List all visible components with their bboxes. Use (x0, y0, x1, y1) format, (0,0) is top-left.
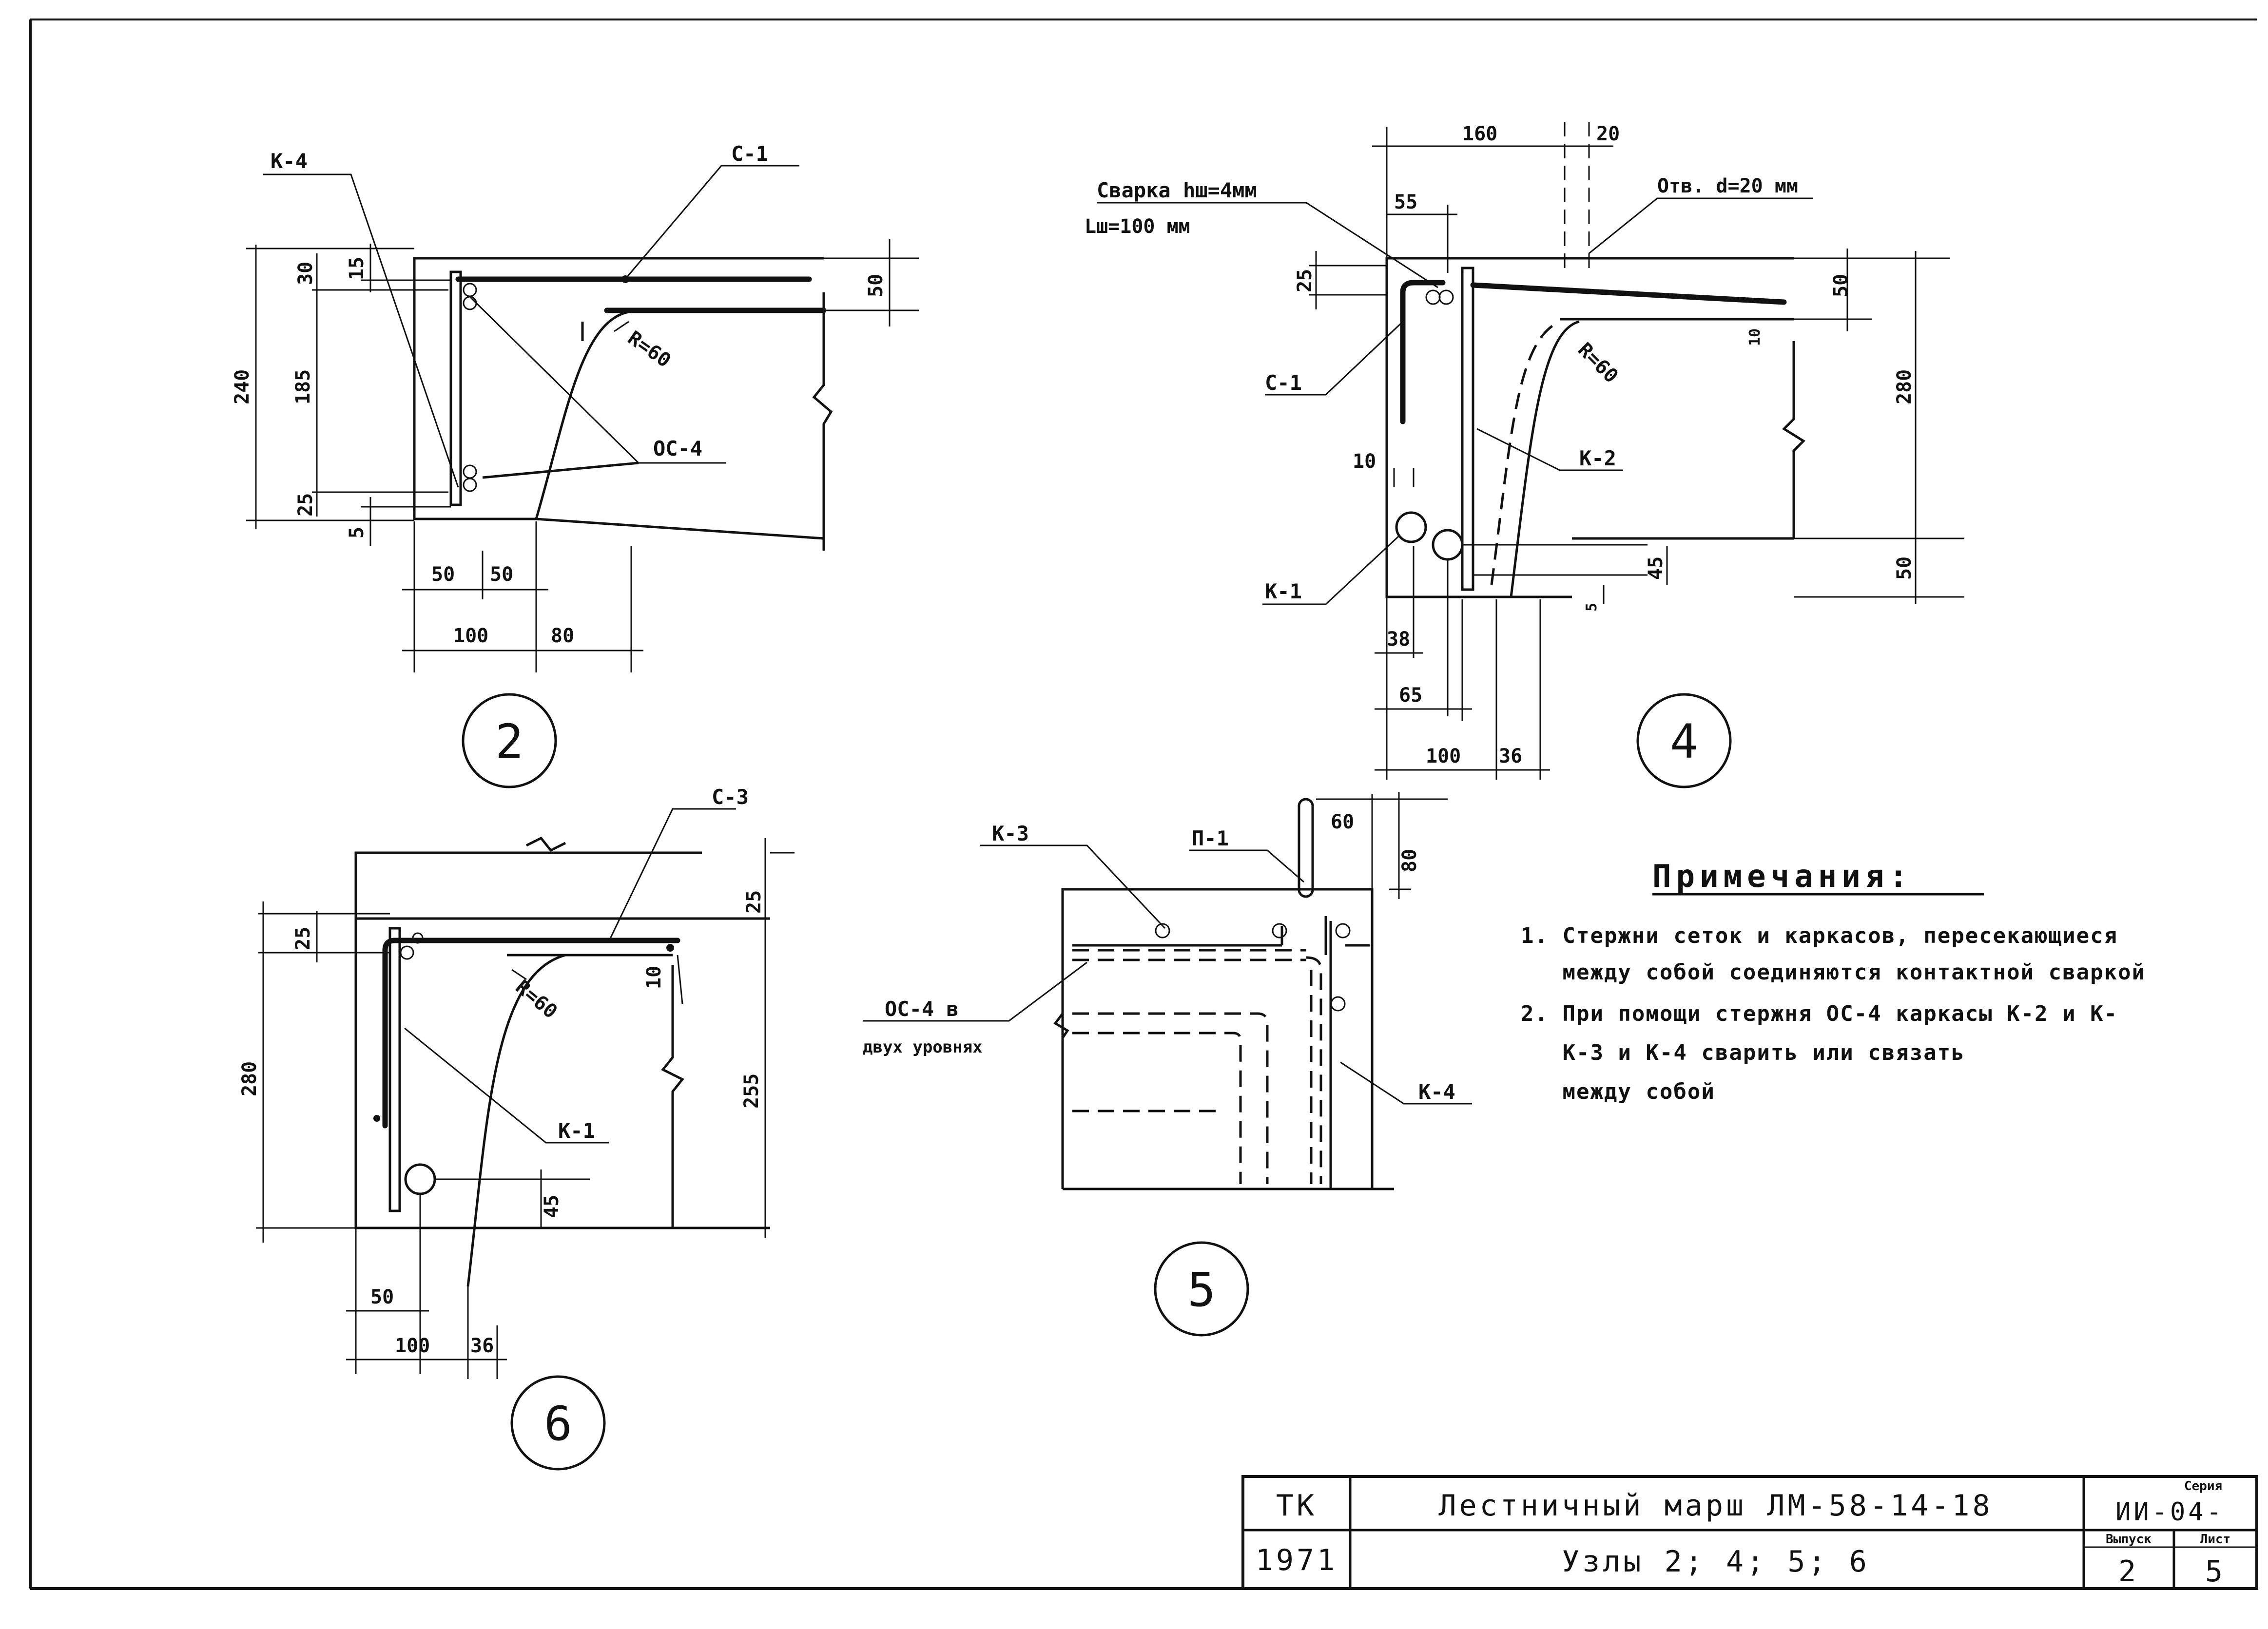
detail-2-dim-30: 30 (294, 262, 317, 285)
title-block: ТК 1971 Лестничный марш ЛМ-58-14-18 Узлы… (1241, 1475, 2258, 1590)
detail-2-dim-50b: 50 (490, 563, 513, 586)
detail-6-label-c3: С-3 (712, 785, 749, 809)
tb-series-label: Серия (2184, 1479, 2222, 1494)
detail-4-dim-10a: 10 (1353, 450, 1376, 473)
detail-2-dim-80: 80 (551, 625, 574, 647)
detail-5-dim-60: 60 (1331, 811, 1354, 833)
detail-4-dim-25: 25 (1294, 269, 1316, 292)
tb-title: Лестничный марш ЛМ-58-14-18 (1438, 1489, 1993, 1523)
detail-2-dim-25: 25 (294, 493, 317, 517)
detail-6: 6 С-3 К-1 R=60 25 25 280 10 255 45 50 10… (238, 785, 795, 1471)
detail-4-label-weld1: Сварка hш=4мм (1097, 178, 1257, 202)
detail-5-label-oc4a: ОС-4 в (885, 997, 959, 1021)
detail-2-number: 2 (495, 714, 523, 769)
detail-4-number: 4 (1670, 714, 1698, 769)
tb-issue-label: Выпуск (2106, 1532, 2152, 1547)
detail-6-dim-10: 10 (643, 966, 665, 989)
detail-5-label-p1: П-1 (1192, 826, 1229, 850)
tb-series: ИИ-04- (2115, 1497, 2225, 1527)
detail-2-label-k4: К-4 (271, 149, 308, 173)
detail-2-label-oc4: ОС-4 (653, 437, 702, 460)
detail-2-dim-50-right: 50 (865, 274, 887, 297)
tb-subtitle: Узлы 2; 4; 5; 6 (1562, 1545, 1870, 1579)
detail-5-number: 5 (1187, 1263, 1216, 1317)
detail-5-label-k3: К-3 (992, 822, 1029, 845)
detail-4-dim-45: 45 (1645, 556, 1667, 580)
notes-line-3: 2. При помощи стержня ОС-4 каркасы К-2 и… (1521, 1001, 2118, 1026)
detail-4-dim-5: 5 (1583, 603, 1600, 612)
detail-4-dim-65: 65 (1399, 684, 1422, 707)
notes-line-4: К-3 и К-4 сварить или связать (1521, 1040, 1965, 1065)
detail-4-label-hole: Отв. d=20 мм (1657, 175, 1798, 197)
detail-4-dim-36: 36 (1499, 745, 1522, 767)
detail-4-dim-20: 20 (1596, 123, 1620, 145)
notes-line-1: 1. Стержни сеток и каркасов, пересекающи… (1521, 923, 2118, 948)
detail-5-dim-80: 80 (1398, 849, 1421, 872)
detail-4-dim-50-bottom: 50 (1893, 556, 1916, 580)
detail-6-dim-36: 36 (470, 1335, 494, 1357)
tb-sheet-label: Лист (2200, 1532, 2231, 1547)
tb-year: 1971 (1256, 1543, 1338, 1577)
detail-4-label-weld2: Lш=100 мм (1085, 215, 1190, 238)
detail-2-dim-50a: 50 (431, 563, 455, 586)
notes: Примечания: 1. Стержни сеток и каркасов,… (1521, 859, 2146, 1104)
notes-line-5: между собой (1521, 1079, 1715, 1104)
tb-sheet: 5 (2205, 1554, 2226, 1589)
detail-4-dim-10b: 10 (1746, 328, 1764, 346)
notes-title: Примечания: (1652, 859, 1913, 895)
detail-4: 4 Сварка hш=4мм Lш=100 мм Отв. d=20 мм С… (1085, 122, 1964, 788)
detail-6-dim-100: 100 (395, 1335, 430, 1357)
detail-2-dim-185: 185 (292, 369, 314, 404)
detail-6-dim-280: 280 (238, 1061, 261, 1096)
detail-6-number: 6 (544, 1397, 572, 1451)
detail-5-label-k4: К-4 (1418, 1080, 1455, 1104)
detail-6-dim-25b: 25 (743, 890, 765, 914)
detail-2-dim-15: 15 (346, 257, 368, 280)
detail-6-dim-45: 45 (541, 1195, 563, 1218)
detail-4-dim-55: 55 (1394, 191, 1417, 213)
detail-4-label-k2: К-2 (1579, 446, 1616, 470)
detail-5: 5 К-3 П-1 ОС-4 в двух уровнях К-4 60 80 (863, 792, 1472, 1337)
detail-6-label-k1: К-1 (558, 1119, 595, 1143)
tb-issue: 2 (2118, 1554, 2139, 1589)
detail-4-dim-38: 38 (1387, 628, 1410, 651)
detail-4-dim-280: 280 (1893, 369, 1916, 404)
detail-4-dim-160: 160 (1462, 123, 1497, 145)
detail-2-label-c1: С-1 (731, 142, 768, 166)
detail-2-dim-100: 100 (453, 625, 488, 647)
detail-5-label-oc4b: двух уровнях (863, 1037, 983, 1057)
detail-2-dim-5: 5 (346, 527, 368, 538)
detail-2-dim-240: 240 (231, 369, 253, 404)
detail-4-label-c1: С-1 (1265, 371, 1302, 395)
notes-line-2: между собой соединяются контактной сварк… (1521, 960, 2146, 985)
tb-org: ТК (1276, 1489, 1317, 1523)
detail-4-label-k1: К-1 (1265, 579, 1302, 603)
detail-4-dim-100: 100 (1426, 745, 1461, 767)
detail-6-dim-50: 50 (370, 1286, 394, 1308)
detail-4-dim-50-top: 50 (1830, 274, 1852, 297)
detail-2: 2 К-4 С-1 ОС-4 R=60 240 30 15 185 25 5 5… (231, 142, 919, 788)
detail-6-dim-255: 255 (740, 1073, 763, 1109)
detail-6-dim-25a: 25 (292, 927, 314, 950)
